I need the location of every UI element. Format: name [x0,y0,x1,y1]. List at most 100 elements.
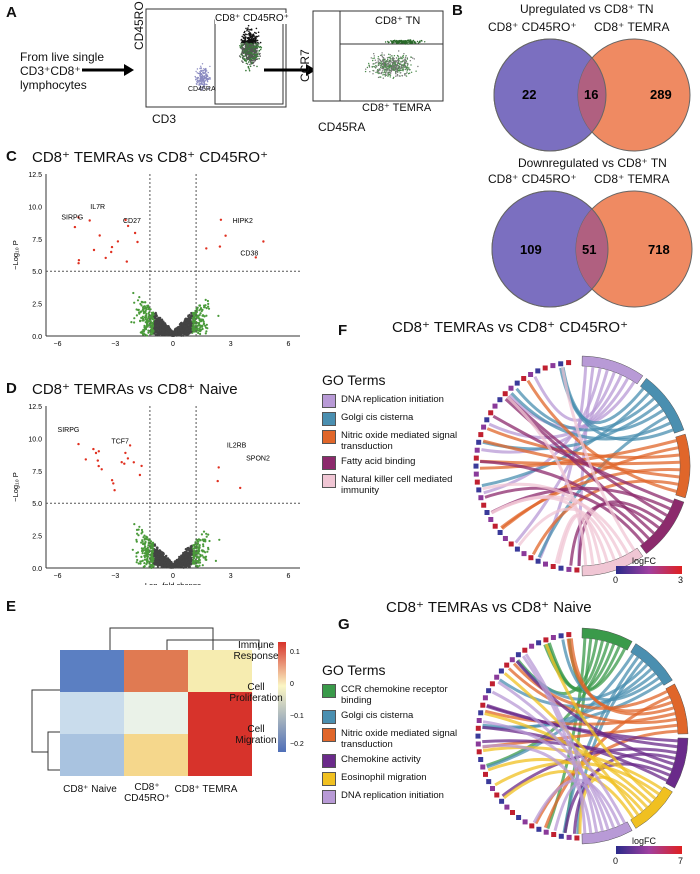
flow-dot [386,68,388,70]
volcano-point [148,319,151,323]
flow-dot [251,49,253,51]
volcano-point [181,329,184,332]
volcano-point [140,555,143,558]
volcano-point [175,328,178,331]
flow-dot [199,84,201,86]
flow-dot [402,68,404,70]
volcano-point [135,314,138,317]
flow-dot [204,80,206,82]
volcano-point [195,328,198,331]
flow-dot [251,44,254,46]
flow-dot [400,67,402,69]
flow-dot [397,60,400,62]
flow-dot [257,41,259,44]
flow-dot [392,57,394,60]
flow-dot [396,64,398,67]
flow-dot [245,57,248,60]
flow-dot [203,87,206,89]
flow-dot [204,69,206,71]
flow-dot [403,41,405,44]
flow-dot [247,24,250,27]
flow-dot [372,73,374,75]
flow-dot [253,41,255,43]
volcano-point [165,327,168,330]
flow-dot [376,70,378,72]
flow-dot [377,76,380,79]
volcano-point [201,308,204,311]
venn1-left-count: 22 [522,87,536,102]
flow-dot [404,68,407,71]
x-tick-label: 3 [229,341,233,348]
flow-dot [251,36,253,39]
flow-dot [257,31,260,34]
flow-dot [249,28,252,31]
flow-dot [250,47,253,50]
flow-dot [382,72,384,74]
flow-dot [395,61,397,63]
volcano-point [188,323,191,326]
flow-dot [245,42,248,44]
flow-dot [247,61,250,63]
flow-dot [245,69,247,72]
volcano-point [193,550,196,553]
flow-dot [248,29,250,31]
flow-dot [194,75,196,78]
flow-dot [244,59,246,62]
flow-dot [389,59,392,62]
volcano-point [133,301,136,304]
volcano-point [146,556,149,560]
flow-dot [243,50,246,53]
flow-dot [203,78,205,80]
flow-dot [377,63,380,65]
venn2-overlap-count: 51 [582,242,596,257]
plot1-xlabel: CD3 [152,112,177,126]
flow-dot [257,52,259,54]
volcano-point [135,540,138,543]
flow-dot [382,77,384,79]
flow-dot [386,57,389,59]
volcano-point [152,329,155,332]
flow-dot [396,75,398,77]
flow-dot [403,59,405,61]
flow-dot [198,84,200,86]
flow-dot [390,70,392,73]
flow-dot [249,56,252,58]
flow-dot [396,41,399,44]
volcano-point [204,326,208,329]
flow-dot [196,79,199,82]
flow-dot [406,66,409,68]
volcano-point [184,322,187,325]
venn2-right-label: CD8⁺ TEMRA [594,172,670,186]
flow-dot [201,77,203,79]
volcano-point [179,325,182,329]
volcano-point [196,540,199,543]
flow-dot [402,60,404,62]
plot2-gate-top: CD8⁺ TN [375,15,421,27]
volcano-point [157,316,160,319]
flow-dot [208,78,210,80]
flow-dot [204,76,206,79]
volcano-point [185,327,188,330]
volcano-point [201,564,204,567]
flow-dot [374,62,377,64]
flow-dot [381,66,384,68]
gene-label: CD27 [123,218,141,225]
volcano-point [133,317,136,320]
flow-dot [207,71,209,74]
volcano-point [177,328,180,331]
flow-dot [251,41,253,43]
volcano-point [191,326,194,329]
flow-dot [253,34,255,37]
flow-dot [401,69,403,71]
plot2-xlabel: CD45RA [318,120,366,134]
flow-dot [377,56,380,58]
flow-dot [383,71,386,73]
volcano-point [151,316,154,319]
y-tick-label: 0.0 [32,566,42,573]
flow-dot [388,63,390,66]
plot2-ylabel: CCR7 [298,49,312,82]
flow-dot [253,49,255,51]
volcano-point [168,330,171,333]
volcano-point [165,325,168,328]
flow-dot [416,40,419,43]
